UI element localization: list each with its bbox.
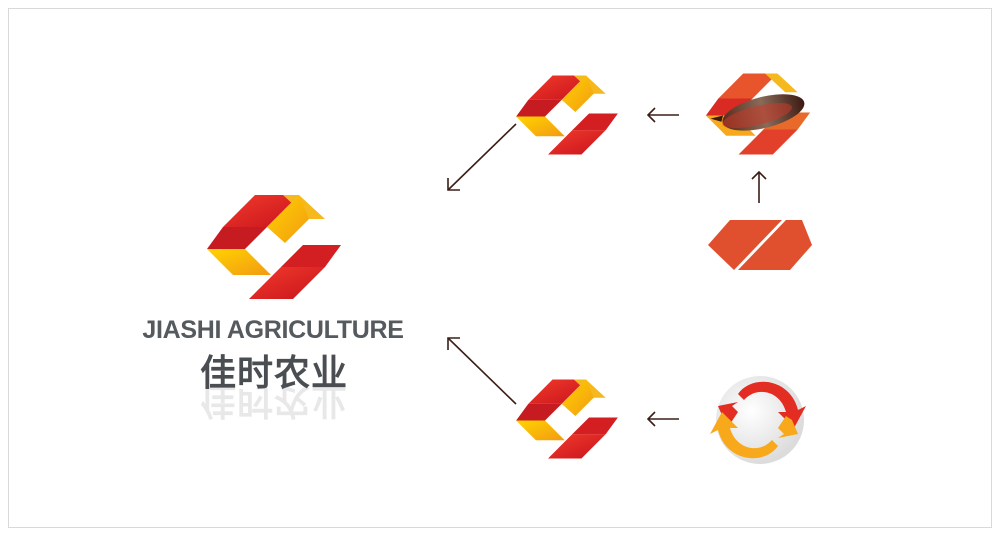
jiashi-logo-main-icon (207, 195, 341, 299)
arrow-bottom-left-icon (447, 337, 517, 405)
canvas-frame (8, 8, 992, 528)
brand-name-cn-reflection: 佳时农业 (200, 380, 349, 421)
brand-name-en: JIASHI AGRICULTURE (142, 316, 404, 344)
brand-name-cn: 佳时农业 (200, 353, 349, 394)
jiashi-logo-bottom-icon (516, 379, 618, 459)
arrow-up-icon (751, 170, 767, 203)
seed-logo-icon (705, 73, 811, 155)
arrow-left-top-icon (646, 107, 679, 123)
arrow-top-left-icon (447, 123, 517, 191)
jiashi-logo-top-icon (516, 75, 618, 155)
parallelogram-shapes-icon (708, 220, 812, 270)
arrow-left-bottom-icon (646, 411, 679, 427)
cycle-arrows-sphere-icon (710, 376, 806, 464)
